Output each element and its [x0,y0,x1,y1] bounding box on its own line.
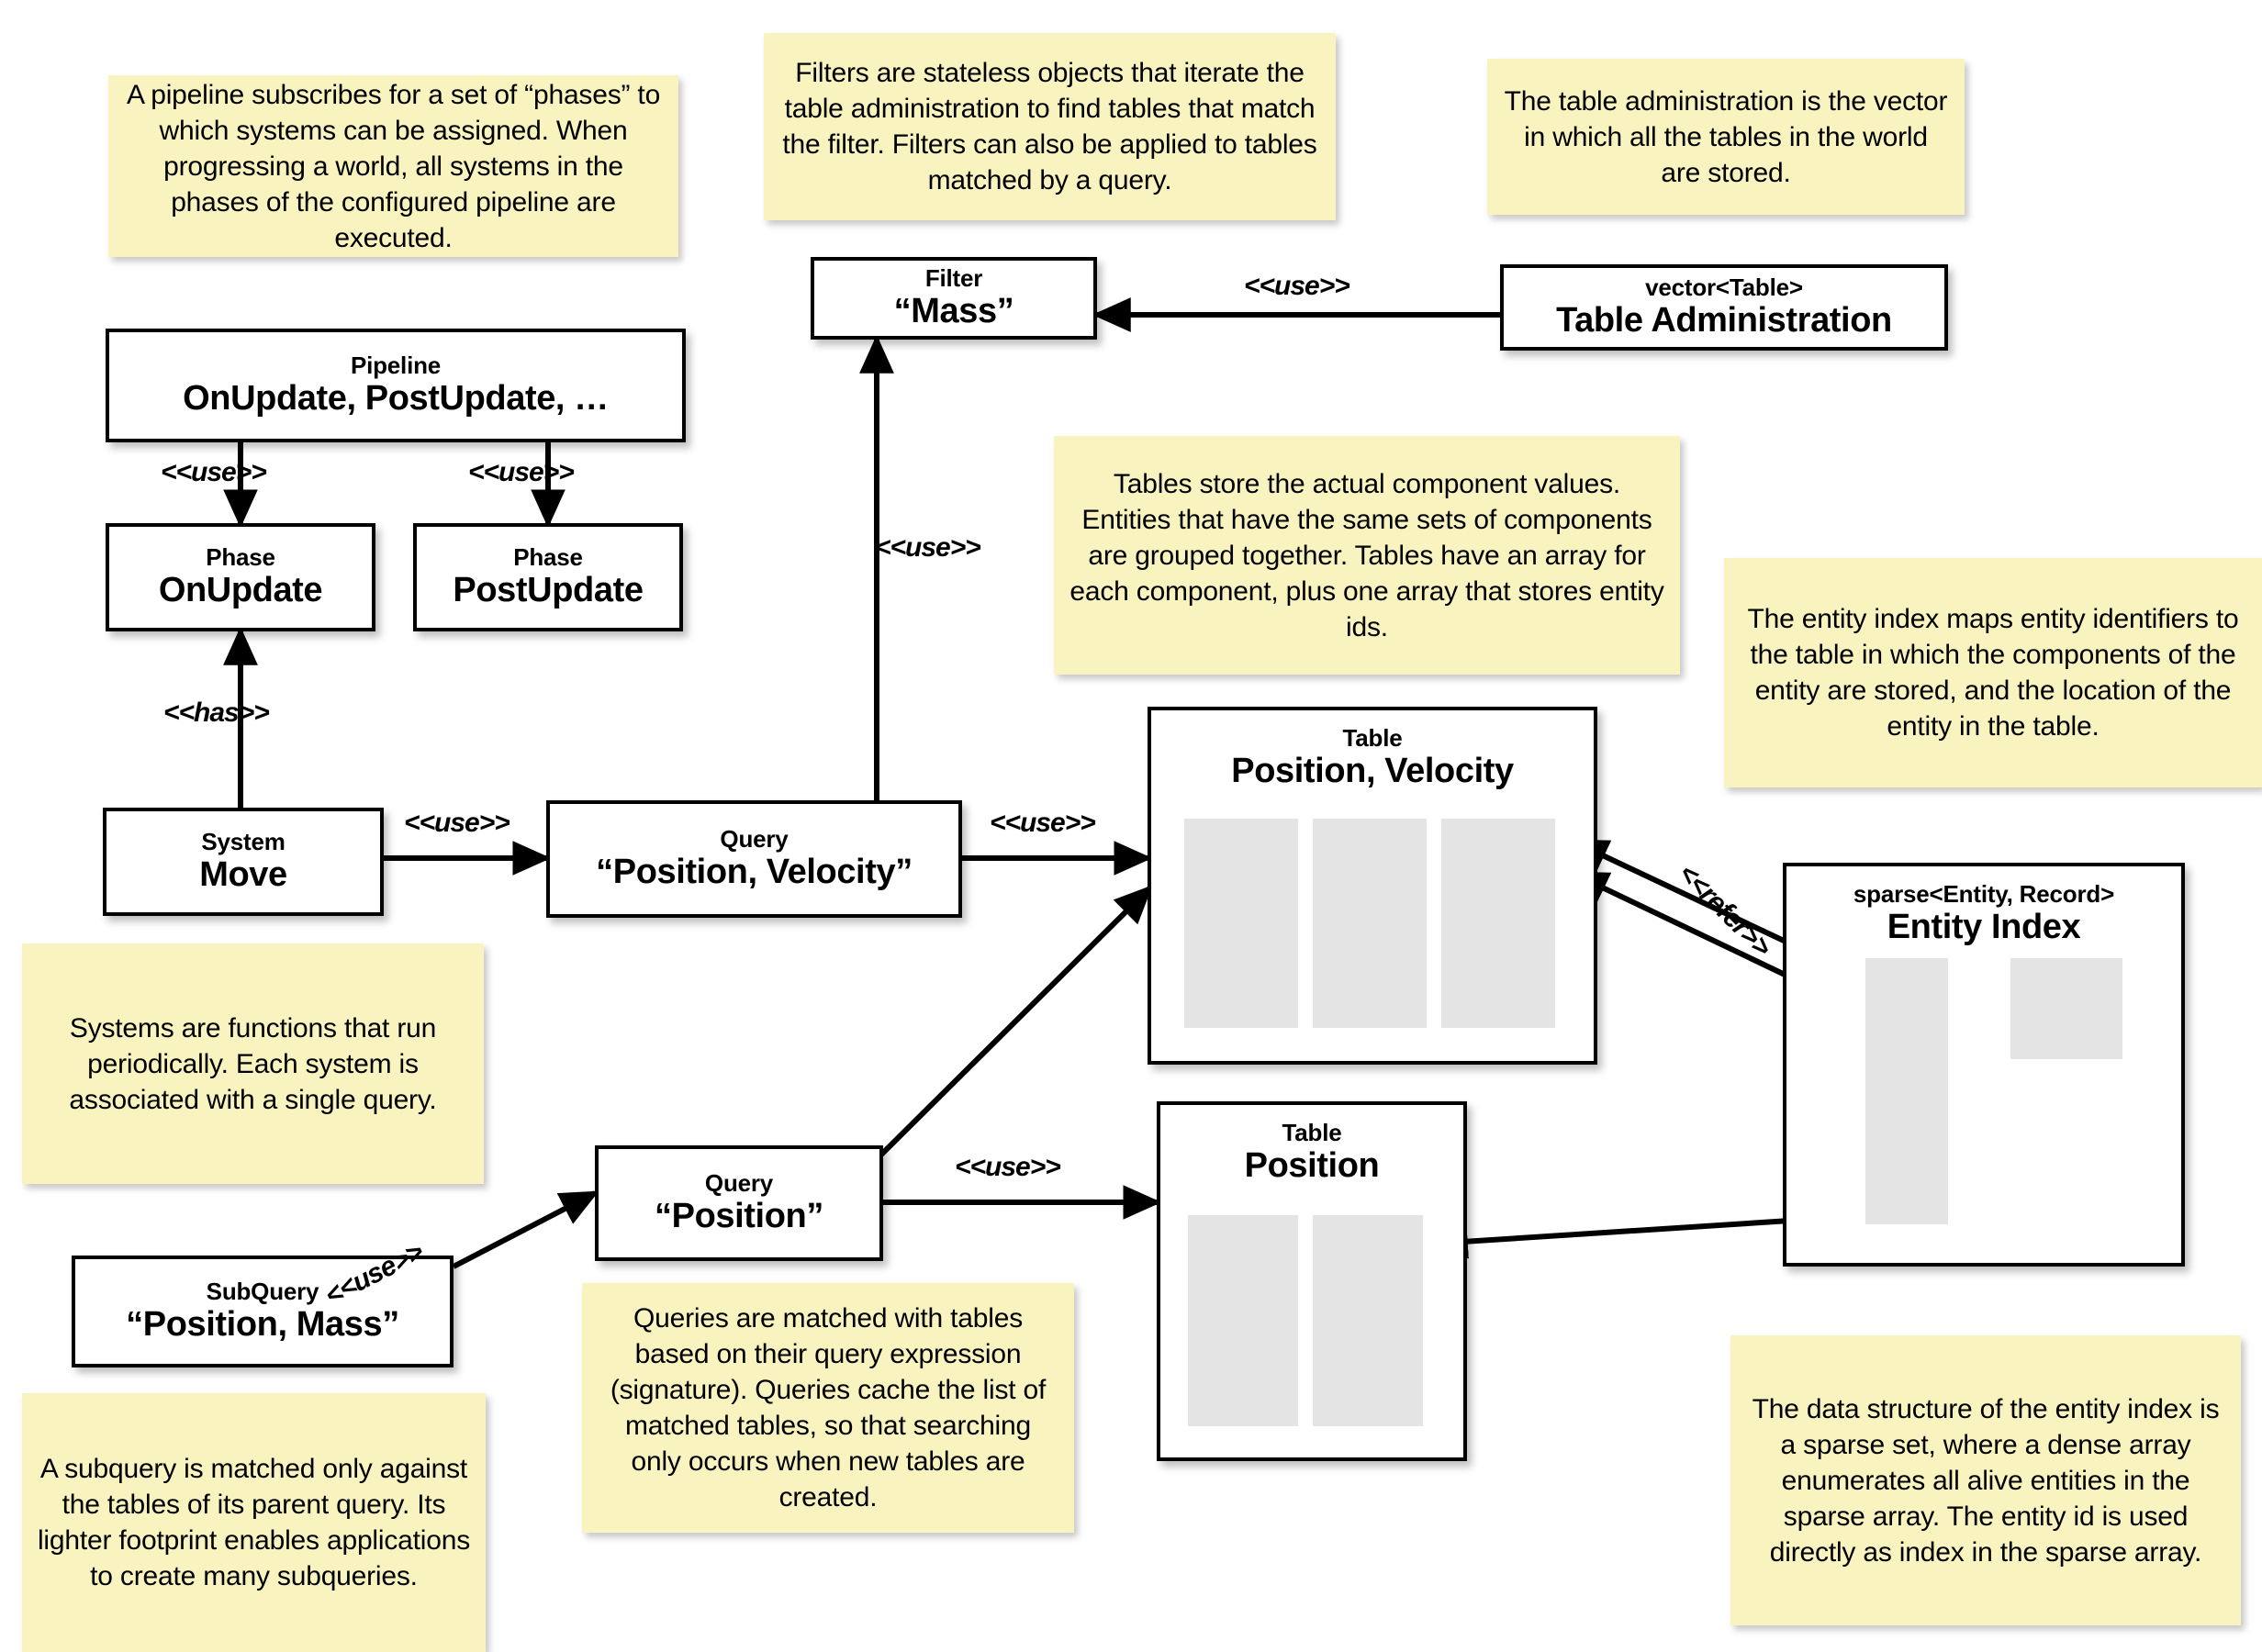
class-box-subquery-position-mass[interactable]: SubQuery “Position, Mass” [72,1256,454,1367]
entity-index-stereotype: sparse<Entity, Record> [1853,880,2115,908]
class-box-entity-index[interactable]: sparse<Entity, Record> Entity Index [1783,863,2185,1267]
note-systems: Systems are functions that run periodica… [22,943,484,1184]
edge-label-system-uses-query: <<use>> [404,808,510,838]
class-box-filter-mass[interactable]: Filter “Mass” [811,257,1097,340]
system-move-stereotype: System [201,828,286,856]
table-position-arrays [1188,1215,1423,1426]
class-box-table-administration[interactable]: vector<Table> Table Administration [1500,264,1948,351]
note-sparse-set: The data structure of the entity index i… [1730,1335,2241,1625]
entity-index-name: Entity Index [1887,907,2081,946]
table-position-name: Position [1244,1145,1380,1185]
note-entity-index: The entity index maps entity identifiers… [1724,558,2262,787]
query-position-velocity-stereotype: Query [720,825,789,854]
class-box-query-position[interactable]: Query “Position” [595,1145,883,1261]
class-box-table-position-velocity[interactable]: Table Position, Velocity [1148,707,1597,1065]
table-position-stereotype: Table [1282,1119,1342,1146]
note-filter: Filters are stateless objects that itera… [764,33,1336,220]
note-subquery: A subquery is matched only against the t… [22,1393,486,1652]
component-array [1188,1215,1298,1426]
phase-postupdate-stereotype: Phase [513,543,583,572]
pipeline-stereotype: Pipeline [350,352,442,380]
dense-array [2010,958,2122,1059]
table-position-velocity-name: Position, Velocity [1231,751,1514,790]
edge-label-querypos-uses-table: <<use>> [955,1152,1061,1182]
edge-label-entityindex-refers-table: <<refer>> [1672,858,1777,963]
subquery-name: “Position, Mass” [126,1305,399,1345]
phase-postupdate-name: PostUpdate [453,571,644,610]
query-position-stereotype: Query [704,1169,774,1198]
subquery-stereotype: SubQuery [206,1278,319,1306]
table-administration-stereotype: vector<Table> [1645,273,1803,302]
note-queries: Queries are matched with tables based on… [582,1283,1074,1533]
class-box-pipeline[interactable]: Pipeline OnUpdate, PostUpdate, … [106,329,686,442]
edge-label-tableadmin-uses-filter: <<use>> [1244,271,1350,301]
note-table-administration: The table administration is the vector i… [1487,59,1965,215]
class-box-query-position-velocity[interactable]: Query “Position, Velocity” [546,800,962,918]
entity-id-array [1441,819,1555,1028]
entity-id-array [1313,1215,1423,1426]
edge-label-query-uses-table: <<use>> [990,808,1096,838]
edge-label-query-uses-filter: <<use>> [875,532,981,563]
note-tables: Tables store the actual component values… [1054,436,1680,675]
table-position-velocity-stereotype: Table [1342,724,1403,752]
query-position-name: “Position” [655,1197,823,1236]
query-position-velocity-name: “Position, Velocity” [596,853,913,892]
pipeline-name: OnUpdate, PostUpdate, … [183,379,609,419]
filter-name: “Mass” [893,292,1014,331]
sparse-array [1865,958,1948,1224]
note-pipeline: A pipeline subscribes for a set of “phas… [108,75,678,257]
class-box-table-position[interactable]: Table Position [1157,1101,1467,1461]
edge-label-system-has-phase: <<has>> [163,698,270,728]
component-array [1184,819,1298,1028]
class-box-phase-postupdate[interactable]: Phase PostUpdate [413,523,683,631]
filter-stereotype: Filter [924,264,983,293]
table-administration-name: Table Administration [1556,301,1892,340]
phase-onupdate-name: OnUpdate [158,571,323,610]
edge-label-pipeline-onupdate: <<use>> [161,457,267,487]
class-box-phase-onupdate[interactable]: Phase OnUpdate [106,523,375,631]
table-position-velocity-arrays [1184,819,1555,1028]
class-box-system-move[interactable]: System Move [103,808,384,916]
edge-label-pipeline-postupdate: <<use>> [468,457,575,487]
system-move-name: Move [199,855,287,895]
component-array [1313,819,1427,1028]
phase-onupdate-stereotype: Phase [206,543,275,572]
